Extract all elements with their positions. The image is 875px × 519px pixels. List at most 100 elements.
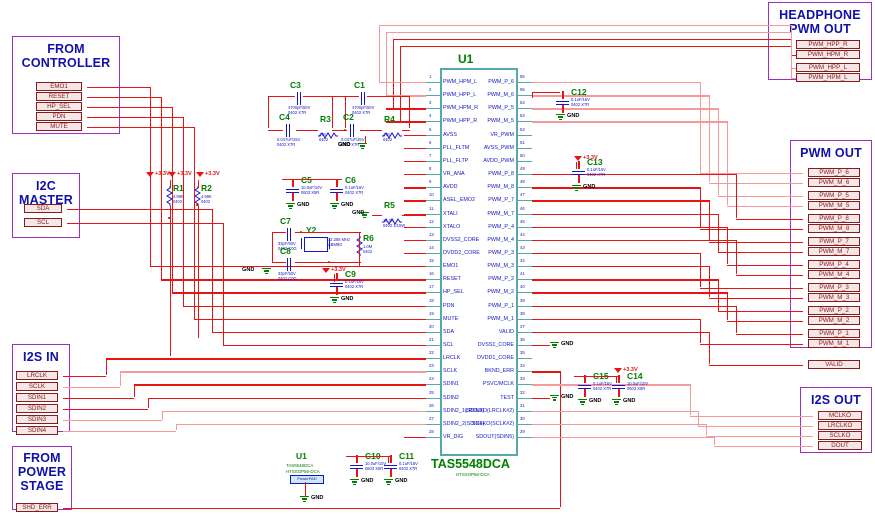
wire-segment <box>718 251 803 253</box>
wire-segment <box>736 218 803 220</box>
ic-pin-number-42: 42 <box>520 258 525 264</box>
wire-segment <box>532 423 706 426</box>
ic-pin-label-pwm-p-4: PWM_P_4 <box>488 223 514 230</box>
port-pwm-p-1[interactable]: PWM_P_1 <box>808 329 860 338</box>
ic-pin-label-sdin2: SDIN2 <box>443 394 459 401</box>
component-spec-c14: 0603 X5R <box>627 386 646 391</box>
wire-segment <box>292 192 294 201</box>
port-sda[interactable]: SDA <box>24 204 62 213</box>
block-title-i2c-master: MASTER <box>19 193 73 207</box>
wire-segment <box>709 200 711 242</box>
ic-pin-stub <box>518 318 532 320</box>
wire-segment <box>194 318 426 321</box>
power-net-label: +3.3V <box>331 267 346 273</box>
component-ref-c8: C8 <box>280 246 291 256</box>
wire-segment <box>791 54 796 56</box>
block-title-from-power-stage: STAGE <box>20 479 64 493</box>
component-value-r5: 15.0K <box>383 218 394 223</box>
port-sdin1[interactable]: SDIN1 <box>16 393 58 402</box>
port-pdn[interactable]: PDN <box>36 112 82 121</box>
ic-pin-label-pwm-hpm-l: PWM_HPM_L <box>443 79 478 85</box>
port-sdin3[interactable]: SDIN3 <box>16 415 58 424</box>
wire-segment <box>197 180 199 188</box>
component-ref-r1: R1 <box>173 183 184 193</box>
port-pwm-hpm-r[interactable]: PWM_HPM_R <box>796 50 860 59</box>
wire-segment <box>63 507 560 509</box>
component-spec-r3: 0402 <box>319 136 329 142</box>
port-pwm-m-8[interactable]: PWM_M_8 <box>808 224 860 233</box>
port-reset[interactable]: RESET <box>36 92 82 101</box>
port-sdin4[interactable]: SDIN4 <box>16 426 58 435</box>
wire-segment <box>560 371 562 508</box>
port-pwm-m-2[interactable]: PWM_M_2 <box>808 316 860 325</box>
capacitor-c2 <box>347 124 356 138</box>
ic-pin-label-emo1: EMO1 <box>443 263 459 270</box>
ic-pin-stub <box>518 252 532 254</box>
port-pwm-p-4[interactable]: PWM_P_4 <box>808 260 860 269</box>
wire-segment <box>404 134 426 136</box>
port-pwm-hpp-l[interactable]: PWM_HPP_L <box>796 63 860 72</box>
port-lrclko[interactable]: LRCLKO <box>818 421 862 430</box>
ic-pin-number-3: 3 <box>429 100 432 106</box>
port-pwm-hpm-l[interactable]: PWM_HPM_L <box>796 73 860 82</box>
wire-segment <box>161 279 426 281</box>
ic-pin-label-valid: VALID <box>498 328 514 335</box>
capacitor-c15 <box>578 382 592 391</box>
port-pwm-m-1[interactable]: PWM_M_1 <box>808 339 860 348</box>
wire-segment <box>718 279 720 311</box>
wire-segment <box>63 386 120 388</box>
port-valid[interactable]: VALID <box>808 360 860 369</box>
ic-pin-stub <box>518 371 532 373</box>
port-hp-sel[interactable]: HP_SEL <box>36 102 82 111</box>
wire-segment <box>698 410 700 426</box>
component-value-c1: 4700pF/50V <box>352 105 375 110</box>
ground-symbol <box>550 342 562 350</box>
wire-segment <box>532 200 709 202</box>
component-ref-c2: C2 <box>343 112 354 122</box>
port-pwm-m-4[interactable]: PWM_M_4 <box>808 270 860 279</box>
ic-pin-number-54: 54 <box>520 100 525 106</box>
port-pwm-hpp-r[interactable]: PWM_HPP_R <box>796 40 860 49</box>
component-spec-c8: 0402 C0G <box>278 275 297 281</box>
port-dout[interactable]: DOUT <box>818 441 862 450</box>
wire-segment <box>736 239 738 275</box>
ic-pin-stub <box>518 410 532 412</box>
port-pwm-m-6[interactable]: PWM_M_6 <box>808 178 860 187</box>
ic-pin-number-17: 17 <box>429 284 434 290</box>
port-pwm-p-7[interactable]: PWM_P_7 <box>808 237 860 246</box>
component-spec-c1: 0402 X7R <box>352 109 371 115</box>
ground-label: GND <box>352 210 365 216</box>
port-mclko[interactable]: MCLKO <box>818 411 862 420</box>
port-sclko[interactable]: SCLKO <box>818 431 862 440</box>
port-pwm-p-6[interactable]: PWM_P_6 <box>808 168 860 177</box>
port-sdin2[interactable]: SDIN2 <box>16 404 58 413</box>
port-sclk[interactable]: SCLK <box>16 382 58 391</box>
port-lrclk[interactable]: LRCLK <box>16 371 58 380</box>
wire-segment <box>616 376 618 383</box>
ic-pin-number-35: 35 <box>520 350 525 356</box>
port-pwm-p-5[interactable]: PWM_P_5 <box>808 191 860 200</box>
ic-pin-stub <box>518 384 532 386</box>
port-pwm-m-5[interactable]: PWM_M_5 <box>808 201 860 210</box>
ic-pin-number-10: 10 <box>429 192 434 198</box>
ic-pin-stub <box>518 121 532 123</box>
component-value-c10: 10.0uF/10V <box>365 461 387 466</box>
ic-pin-stub <box>518 95 532 97</box>
port-emo1[interactable]: EMO1 <box>36 82 82 91</box>
ic-pin-label-vr-pwm: VR_PWM <box>490 131 514 138</box>
powerpad-label: PowerPAD <box>290 475 324 484</box>
port-pwm-p-8[interactable]: PWM_P_8 <box>808 214 860 223</box>
wire-segment <box>718 195 803 197</box>
ic-pin-label-pwm-hpp-r: PWM_HPP_R <box>443 118 478 125</box>
wire-segment <box>618 388 620 397</box>
port-pwm-m-3[interactable]: PWM_M_3 <box>808 293 860 302</box>
port-scl[interactable]: SCL <box>24 218 62 227</box>
component-value-r4: 470 <box>383 132 390 137</box>
port-mute[interactable]: MUTE <box>36 122 82 131</box>
port-pwm-m-7[interactable]: PWM_M_7 <box>808 247 860 256</box>
ic-pin-number-28: 28 <box>429 429 434 435</box>
ic-pin-stub <box>426 252 440 254</box>
port-shd-err[interactable]: SHD_ERR <box>16 503 58 512</box>
port-pwm-p-3[interactable]: PWM_P_3 <box>808 283 860 292</box>
port-pwm-p-2[interactable]: PWM_P_2 <box>808 306 860 315</box>
